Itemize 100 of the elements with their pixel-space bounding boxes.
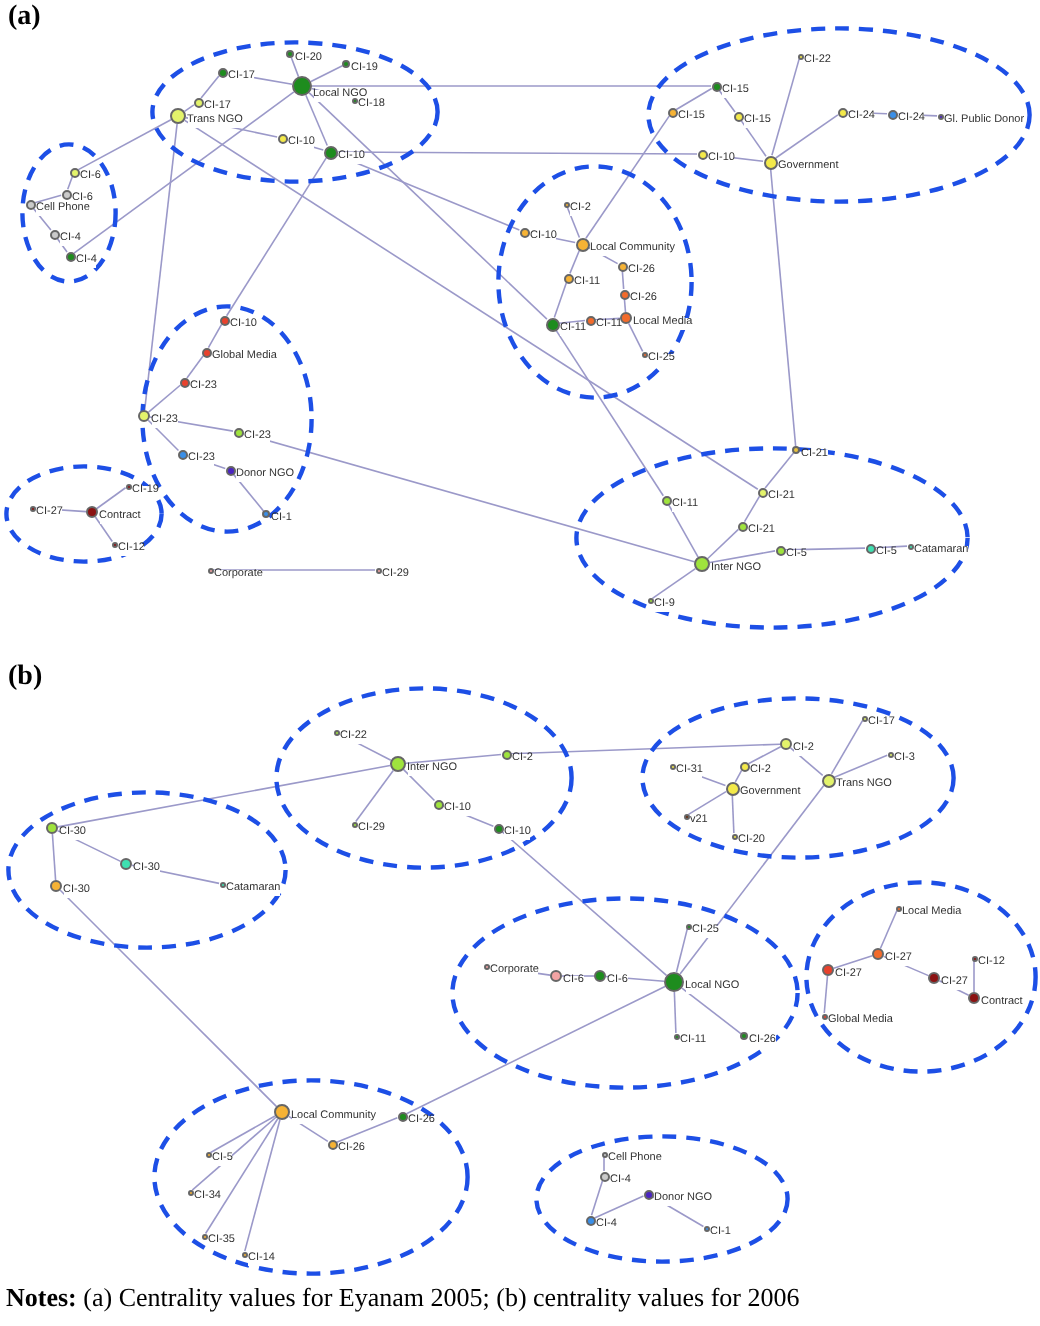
connector-line bbox=[709, 550, 776, 564]
connector-line bbox=[59, 889, 278, 1108]
network-node bbox=[821, 1013, 827, 1019]
network-node bbox=[333, 729, 339, 735]
cluster-ellipse bbox=[574, 446, 970, 630]
network-node bbox=[50, 880, 62, 892]
network-node bbox=[327, 1139, 337, 1149]
connector-line bbox=[183, 104, 195, 113]
connector-line bbox=[605, 975, 665, 982]
network-node bbox=[274, 1104, 290, 1120]
network-node bbox=[733, 111, 743, 121]
connector-line bbox=[57, 764, 391, 828]
cluster-ellipse bbox=[646, 26, 1032, 204]
network-node bbox=[887, 751, 893, 757]
connector-line bbox=[566, 206, 581, 239]
network-node bbox=[837, 107, 847, 117]
connector-line bbox=[585, 115, 670, 239]
network-node bbox=[928, 972, 940, 984]
connector-line bbox=[561, 975, 595, 977]
connector-line bbox=[973, 960, 975, 993]
connector-line bbox=[621, 270, 625, 290]
connector-line bbox=[32, 207, 52, 231]
connector-line bbox=[354, 769, 395, 823]
network-node bbox=[620, 312, 632, 324]
connector-line bbox=[747, 746, 782, 765]
caption: Notes: (a) Centrality values for Eyanam 2005; (b) centrality values for 2006 bbox=[6, 1284, 800, 1310]
connector-line bbox=[212, 569, 376, 571]
panel-label: (a) bbox=[8, 4, 41, 32]
network-node bbox=[757, 487, 767, 497]
network-node bbox=[641, 351, 647, 357]
cluster-ellipse bbox=[496, 164, 694, 400]
network-node bbox=[617, 261, 627, 271]
connector-line bbox=[308, 92, 548, 320]
connector-line bbox=[833, 754, 889, 779]
connector-line bbox=[879, 909, 898, 950]
network-node bbox=[599, 1171, 609, 1181]
cluster-ellipse bbox=[150, 40, 440, 184]
connector-line bbox=[405, 753, 502, 765]
connector-line bbox=[191, 1116, 277, 1191]
network-node bbox=[138, 410, 150, 422]
network-node bbox=[342, 60, 350, 68]
network-node bbox=[872, 948, 884, 960]
network-node bbox=[483, 963, 489, 969]
connector-line bbox=[555, 329, 665, 497]
cluster-ellipse bbox=[274, 686, 574, 870]
connector-line bbox=[569, 249, 581, 275]
connector-line bbox=[771, 58, 800, 157]
connector-line bbox=[938, 979, 970, 997]
network-node bbox=[433, 799, 443, 809]
network-node bbox=[201, 1233, 207, 1239]
connector-line bbox=[874, 545, 908, 549]
network-node bbox=[697, 149, 707, 159]
connector-line bbox=[34, 194, 62, 204]
network-node bbox=[205, 1151, 211, 1157]
network-node bbox=[179, 377, 189, 387]
network-node bbox=[519, 227, 529, 237]
cluster-ellipse bbox=[640, 696, 956, 860]
network-node bbox=[125, 483, 131, 489]
network-node bbox=[323, 145, 337, 159]
connector-line bbox=[147, 384, 181, 413]
connector-line bbox=[784, 547, 866, 551]
network-node bbox=[49, 229, 59, 239]
connector-line bbox=[209, 1115, 276, 1154]
network-node bbox=[937, 113, 943, 119]
connector-line bbox=[830, 719, 864, 775]
network-node bbox=[86, 506, 98, 518]
network-node bbox=[792, 446, 800, 454]
connector-line bbox=[675, 928, 689, 974]
network-node bbox=[187, 1189, 193, 1195]
connector-line bbox=[681, 987, 742, 1035]
connector-line bbox=[603, 1156, 605, 1172]
network-node bbox=[647, 597, 653, 603]
network-node bbox=[233, 427, 243, 437]
network-node bbox=[739, 761, 749, 771]
connector-line bbox=[147, 419, 180, 452]
connector-line bbox=[590, 1179, 604, 1217]
network-node bbox=[545, 317, 559, 331]
network-node bbox=[907, 543, 913, 549]
cluster-ellipse bbox=[152, 1078, 470, 1276]
network-node bbox=[201, 347, 211, 357]
network-node bbox=[219, 315, 229, 325]
connector-line bbox=[183, 119, 759, 491]
network-node bbox=[669, 763, 675, 769]
connector-line bbox=[651, 567, 697, 600]
network-node bbox=[703, 1225, 709, 1231]
network-node bbox=[29, 505, 35, 511]
cluster-ellipse bbox=[534, 1134, 790, 1264]
network-node bbox=[563, 273, 573, 283]
network-node bbox=[46, 822, 58, 834]
connector-line bbox=[244, 1118, 281, 1252]
connector-line bbox=[402, 768, 436, 802]
connector-line bbox=[207, 323, 223, 349]
network-node bbox=[775, 545, 785, 555]
cluster-ellipse bbox=[6, 790, 288, 950]
connector-line bbox=[335, 1117, 399, 1143]
connector-line bbox=[769, 168, 797, 447]
connector-line bbox=[500, 830, 668, 977]
network-node bbox=[971, 955, 977, 961]
connector-line bbox=[679, 784, 825, 975]
network-node bbox=[585, 315, 595, 325]
